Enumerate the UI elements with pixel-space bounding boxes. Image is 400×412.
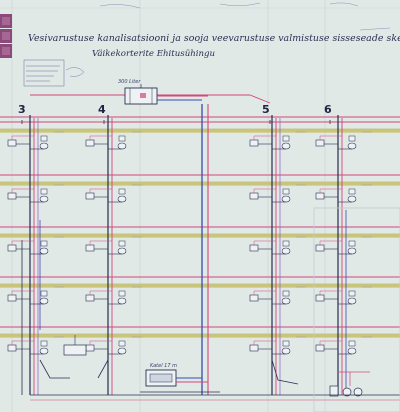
basin-symbol (315, 192, 325, 200)
toilet-symbol (347, 347, 357, 355)
fixture-group (249, 122, 306, 150)
basement-pipes (30, 359, 400, 401)
floor-lines-thin (0, 128, 400, 335)
floor-lines (0, 129, 400, 338)
basin-symbol (85, 294, 95, 302)
toilet-symbol (39, 247, 49, 255)
basin-symbol (315, 244, 325, 252)
water-tank (124, 84, 158, 105)
inset-tile (313, 207, 400, 412)
toilet-symbol (347, 195, 357, 203)
basement-fixture (63, 335, 87, 356)
toilet-symbol (347, 247, 357, 255)
riser-label-6: 6 (324, 103, 332, 116)
basin-symbol (7, 294, 17, 302)
fixture-group (85, 175, 142, 203)
toilet-symbol (117, 297, 127, 305)
fixture-group (249, 227, 306, 255)
fixture-group (85, 277, 142, 305)
fixture-group (315, 277, 372, 305)
laundry-fixtures (329, 371, 370, 397)
riser-label-4: 4 (98, 103, 106, 116)
fixture-group (315, 122, 372, 150)
basin-symbol (85, 244, 95, 252)
fixture-group (315, 175, 372, 203)
basin-symbol (7, 192, 17, 200)
boiler (140, 369, 220, 393)
basin-symbol (85, 192, 95, 200)
toilet-symbol (117, 247, 127, 255)
basin-symbol (249, 344, 259, 352)
toilet-symbol (347, 297, 357, 305)
drawing-subtitle: Väikekorterite Ehitusühingu (92, 49, 216, 59)
basin-symbol (315, 139, 325, 147)
basin-symbol (85, 139, 95, 147)
toilet-symbol (281, 297, 291, 305)
approval-stamp (23, 59, 85, 87)
basin-symbol (249, 192, 259, 200)
revenue-stamps (0, 14, 12, 58)
toilet-symbol (39, 142, 49, 150)
basin-symbol (7, 344, 17, 352)
fixture-group (315, 227, 372, 255)
toilet-symbol (117, 347, 127, 355)
basin-symbol (7, 244, 17, 252)
basin-symbol (249, 244, 259, 252)
fixture-group (85, 122, 142, 150)
basin-symbol (7, 139, 17, 147)
fixture-group (7, 175, 64, 203)
fixture-group (7, 122, 64, 150)
toilet-symbol (39, 297, 49, 305)
fixture-group (249, 277, 306, 305)
fixture-group (315, 327, 372, 355)
fixture-group (7, 227, 64, 255)
toilet-symbol (281, 195, 291, 203)
riser-label-5: 5 (262, 103, 270, 116)
tank-label: 300 Liter (118, 79, 141, 85)
fixture-group (249, 327, 306, 355)
toilet-symbol (281, 247, 291, 255)
fixture-group (7, 277, 64, 305)
toilet-symbol (347, 142, 357, 150)
toilet-symbol (117, 195, 127, 203)
toilet-symbol (39, 347, 49, 355)
basin-symbol (249, 294, 259, 302)
riser-axis-ticks (21, 120, 331, 124)
basin-symbol (85, 344, 95, 352)
fixture-group (85, 227, 142, 255)
boiler-label: Katel 17 m (150, 363, 178, 369)
margin-notes (99, 2, 391, 31)
basin-symbol (315, 344, 325, 352)
basin-symbol (315, 294, 325, 302)
toilet-symbol (281, 142, 291, 150)
riser-label-3: 3 (18, 103, 26, 116)
toilet-symbol (281, 347, 291, 355)
toilet-symbol (39, 195, 49, 203)
fixture-group (7, 327, 64, 355)
drawing-title: Vesivarustuse kanalisatsiooni ja sooja v… (28, 33, 400, 44)
basin-symbol (249, 139, 259, 147)
fixture-group (249, 175, 306, 203)
main-risers (21, 95, 347, 395)
toilet-symbol (117, 142, 127, 150)
